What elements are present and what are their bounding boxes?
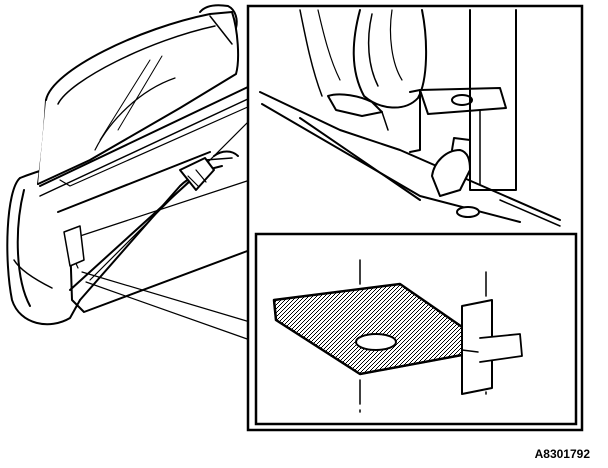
figure-reference-code: A8301792: [535, 447, 591, 461]
striker-plate-closeup: [272, 259, 523, 413]
vehicle-rear-view: [6, 4, 251, 341]
latch-area-detail: [259, 9, 561, 227]
